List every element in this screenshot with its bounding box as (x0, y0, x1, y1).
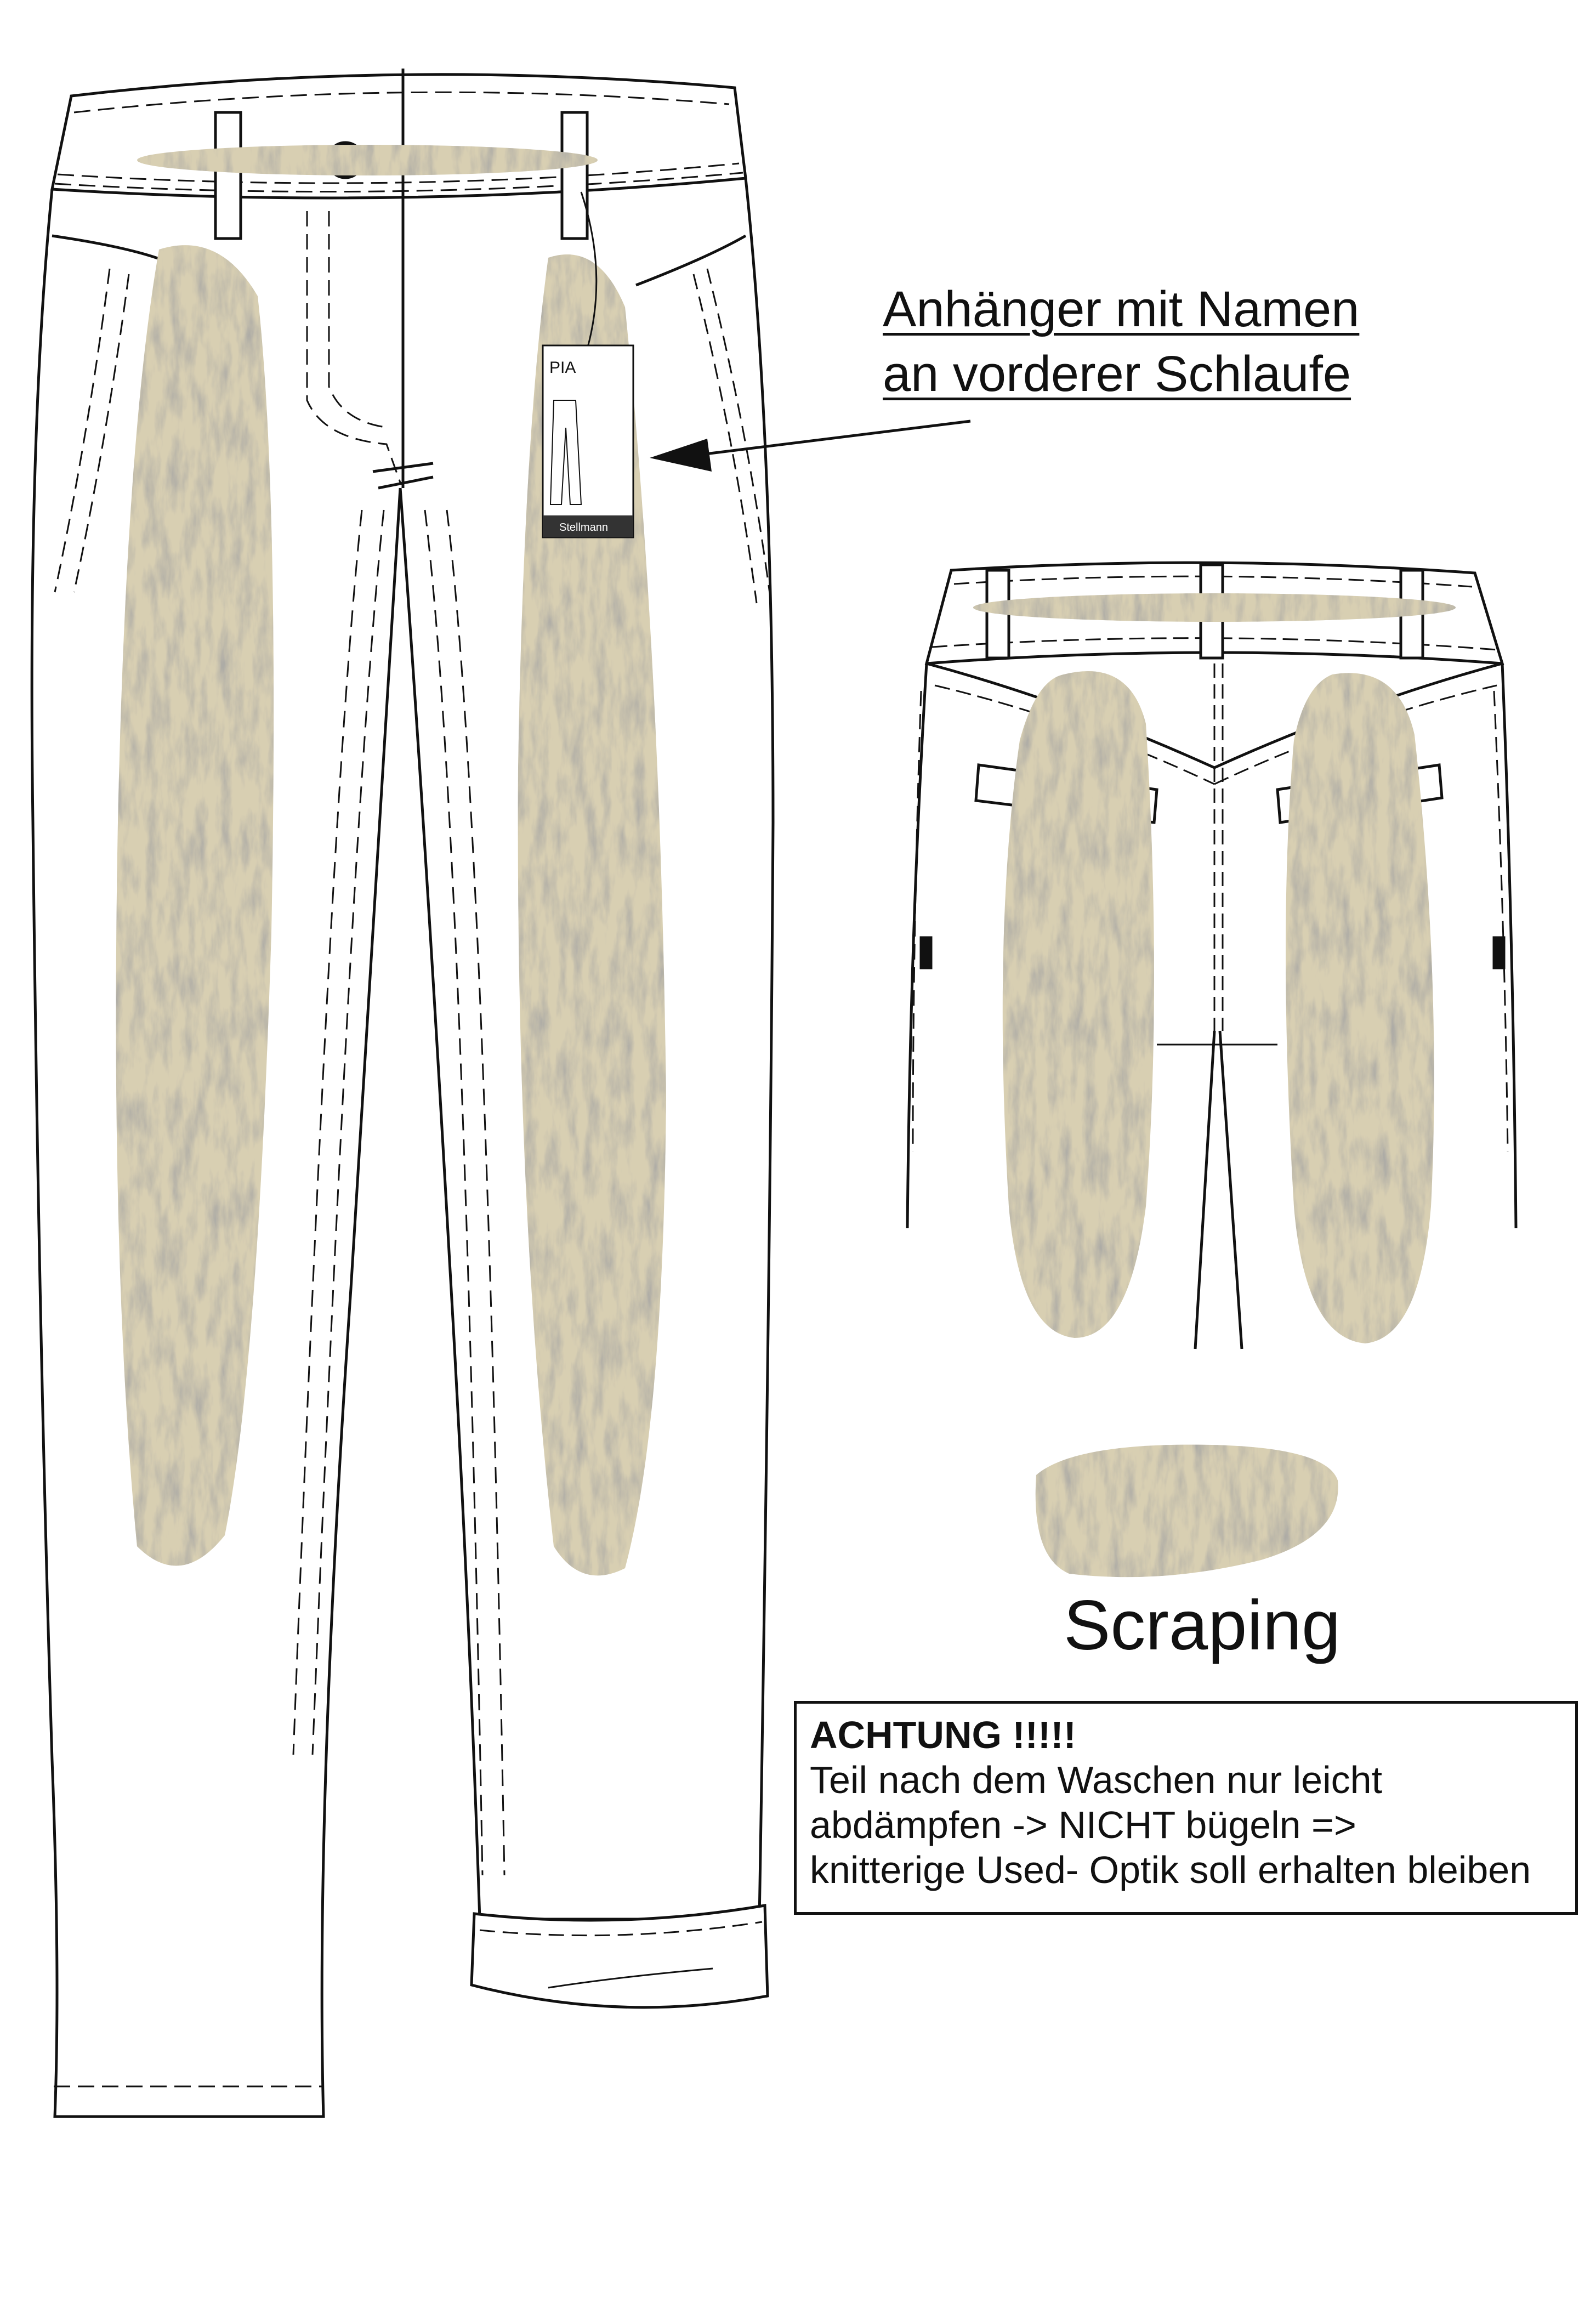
hangtag-note: Anhänger mit Namen an vorderer Schlaufe (883, 277, 1359, 406)
warning-line: knitterige Used- Optik soll erhalten ble… (810, 1848, 1531, 1891)
front-left-leg-outline (30, 189, 402, 2118)
warning-line: abdämpfen -> NICHT bügeln => (810, 1803, 1356, 1846)
scraping-label: Scraping (1064, 1586, 1341, 1665)
wash-zone (116, 245, 274, 1566)
wash-zone (518, 254, 666, 1576)
back-wash-zones (973, 593, 1456, 1343)
warning-line: Teil nach dem Waschen nur leicht (810, 1759, 1383, 1801)
scraping-swatch (1035, 1444, 1338, 1578)
waistband-wash-zone (137, 145, 598, 175)
hangtag: PIA Stellmann (542, 191, 634, 538)
front-right-leg-outline (399, 178, 775, 1921)
waistband-wash-zone (973, 593, 1456, 622)
warning-title: ACHTUNG !!!!! (810, 1714, 1076, 1756)
belt-loop (214, 111, 242, 240)
belt-loop (560, 111, 589, 240)
front-wash-zones (116, 245, 666, 1576)
hangtag-name: PIA (549, 359, 576, 377)
warning-box: ACHTUNG !!!!! Teil nach dem Waschen nur … (794, 1701, 1578, 1915)
turned-up-cuff (470, 1904, 769, 2009)
front-pocket-right (635, 234, 747, 287)
hangtag-note-line2: an vorderer Schlaufe (883, 346, 1351, 402)
annotation-arrow (650, 419, 971, 472)
hangtag-note-line1: Anhänger mit Namen (883, 281, 1360, 337)
hangtag-brand: Stellmann (559, 521, 608, 534)
back-outline (906, 663, 928, 1229)
wash-zone (1286, 673, 1434, 1343)
wash-zone (1002, 671, 1154, 1338)
